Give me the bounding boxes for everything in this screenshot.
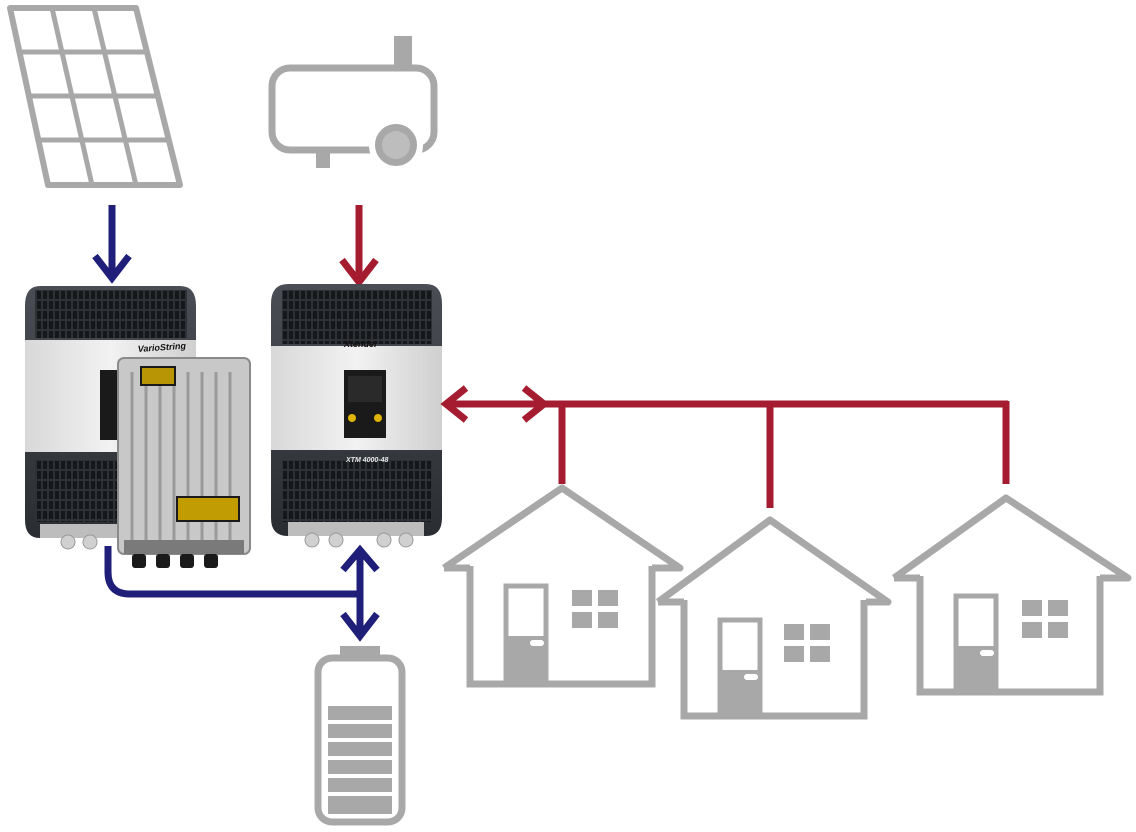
battery-bidirectional-arrow — [340, 544, 380, 642]
xtender-label: Xtender — [343, 339, 378, 349]
battery-icon — [314, 646, 406, 826]
generator-arrow — [339, 205, 379, 288]
solar-panel-icon — [7, 5, 183, 188]
xtender-model-label: XTM 4000-48 — [345, 457, 389, 464]
house-icon — [655, 516, 892, 720]
house-icon — [891, 494, 1132, 696]
dc-cable — [104, 546, 360, 598]
varistring-label: VarioString — [137, 341, 186, 354]
ac-distribution-line — [440, 385, 1010, 508]
charge-controller-device — [117, 357, 251, 568]
generator-icon — [268, 36, 438, 172]
house-icon — [442, 484, 684, 688]
pv-arrow — [92, 205, 132, 284]
xtender-device: Xtender XTM 4000-48 — [271, 284, 442, 548]
